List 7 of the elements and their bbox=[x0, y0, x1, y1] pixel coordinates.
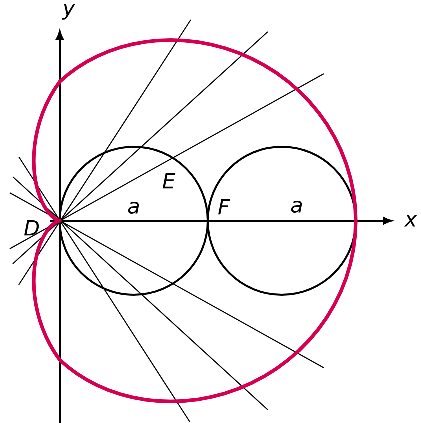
point-label: D bbox=[24, 220, 40, 236]
point-label: E bbox=[162, 173, 176, 189]
point-label: y bbox=[62, 4, 76, 20]
point-label: F bbox=[218, 199, 230, 215]
point-label: a bbox=[291, 200, 302, 214]
point-label: a bbox=[128, 202, 140, 214]
point-label: x bbox=[404, 215, 418, 227]
